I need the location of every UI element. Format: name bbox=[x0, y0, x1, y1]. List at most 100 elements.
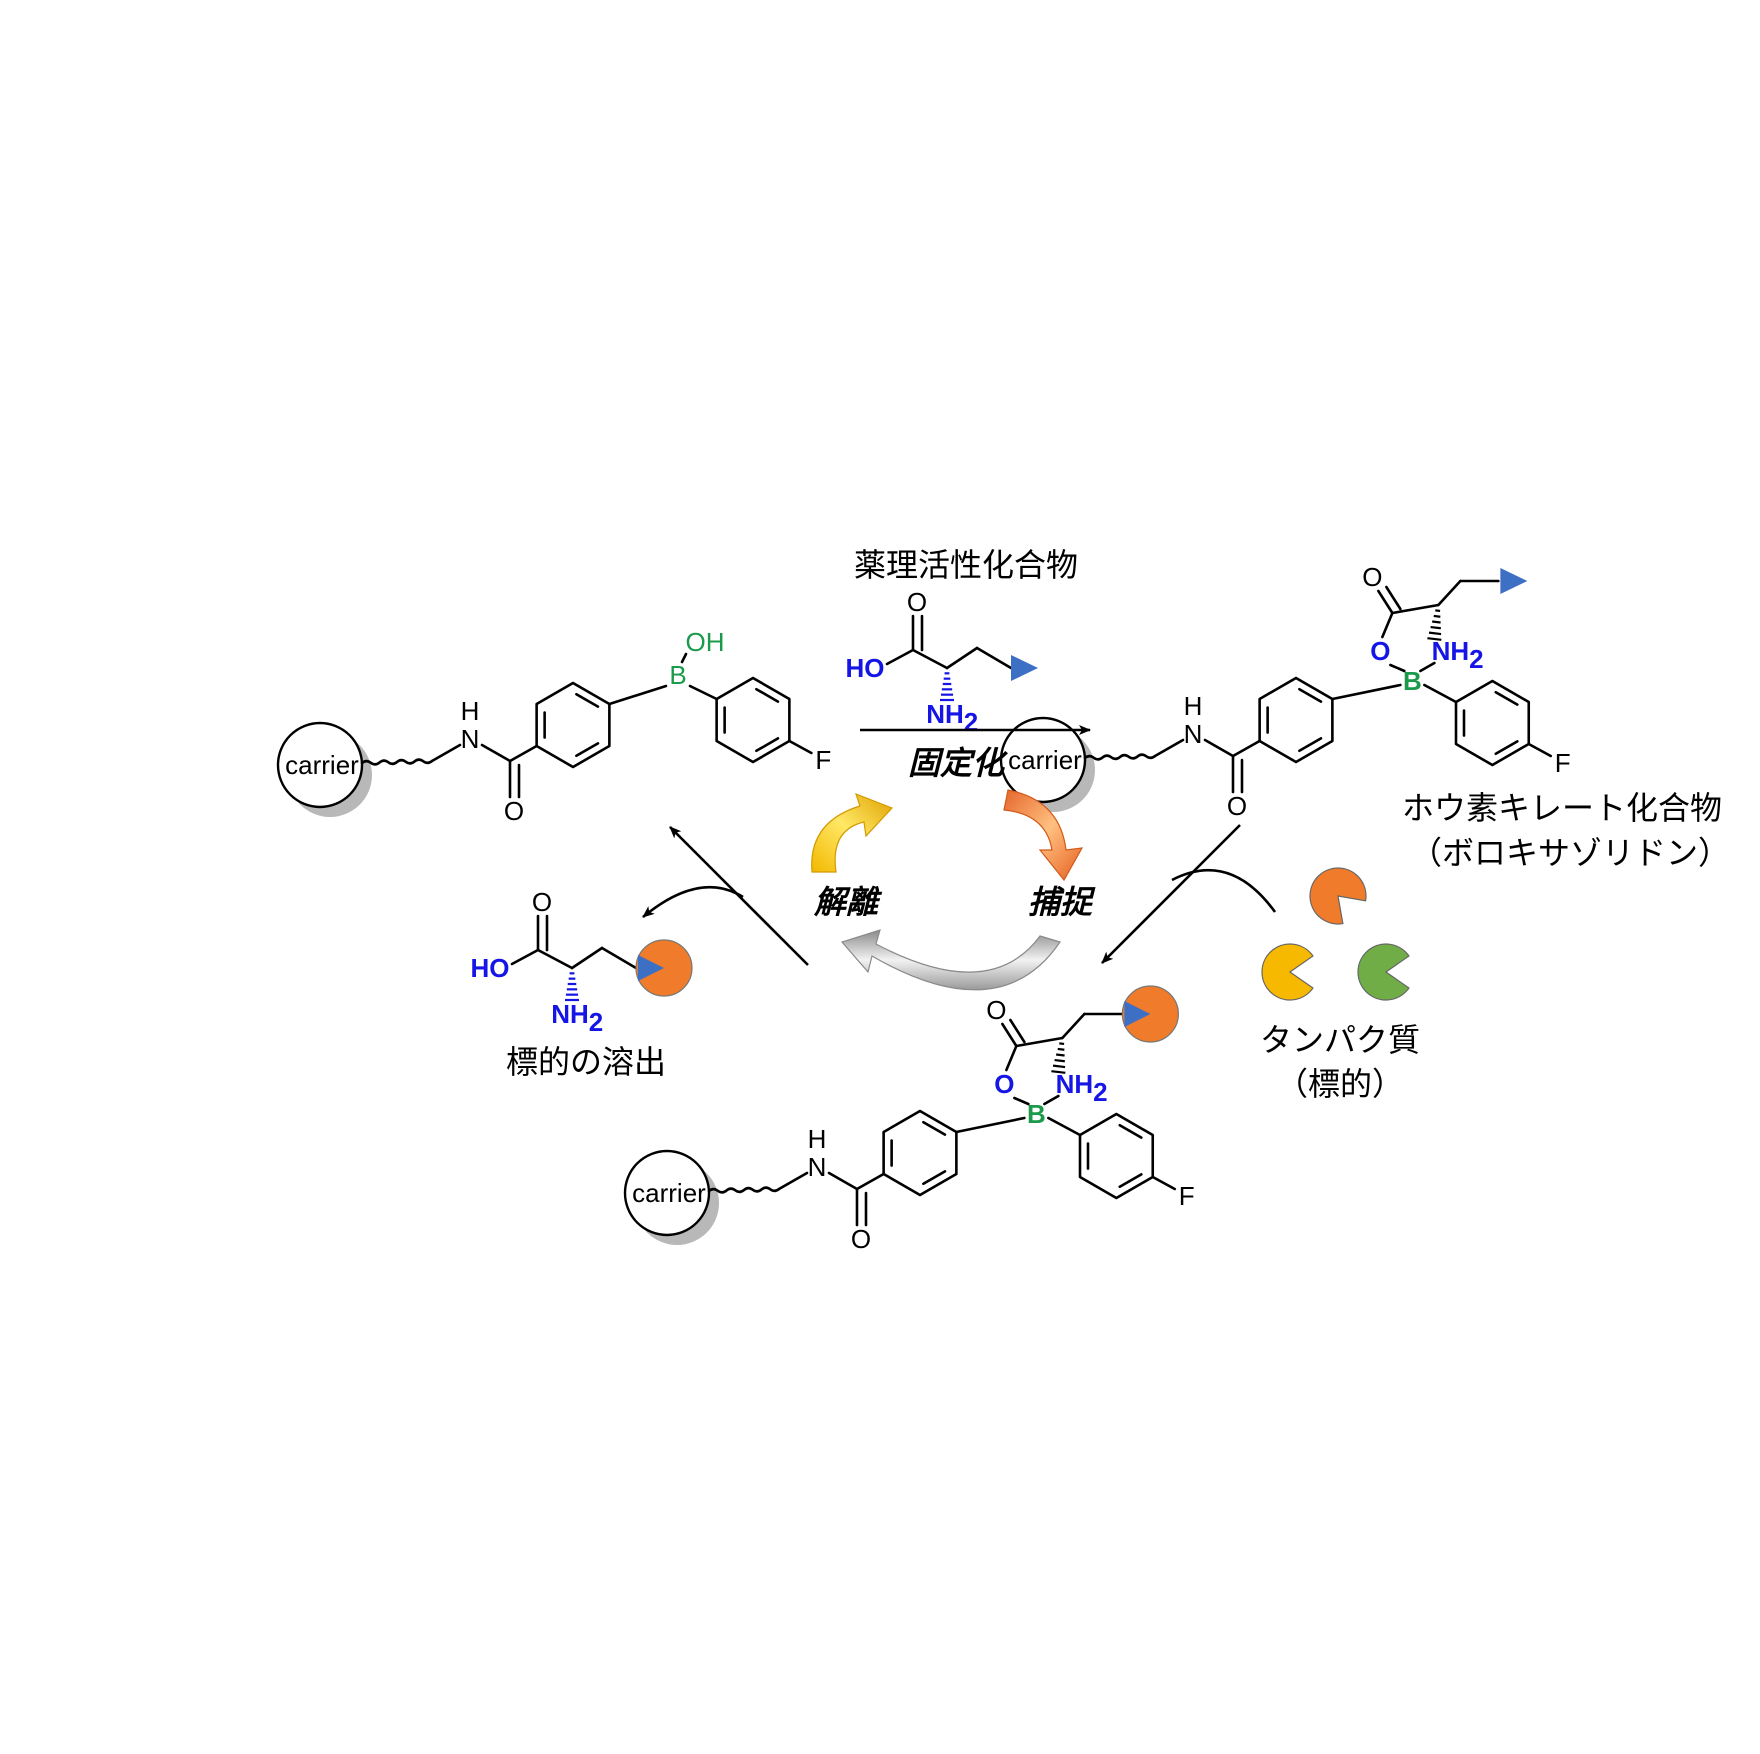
bond-O-B bbox=[1013, 1096, 1030, 1106]
aromatic-double-bond bbox=[755, 687, 780, 703]
acid-oxygen: O bbox=[532, 887, 552, 917]
subscript-2: 2 bbox=[589, 1007, 603, 1037]
bond-C-Calpha bbox=[1015, 1036, 1064, 1048]
bond-linker-N bbox=[430, 743, 462, 763]
hashed-wedge-bond bbox=[1056, 1053, 1065, 1057]
hashed-wedge-bond bbox=[1430, 625, 1441, 630]
bond-B-ring bbox=[1423, 683, 1458, 704]
bond-N-B bbox=[1419, 661, 1436, 673]
wavy-linker bbox=[360, 758, 434, 766]
hashed-wedge-bond bbox=[1059, 1042, 1065, 1046]
aromatic-double-bond bbox=[575, 692, 600, 708]
bond-N-B bbox=[1043, 1094, 1060, 1106]
hashed-wedge-bond bbox=[1427, 637, 1442, 641]
release-label: 解離 bbox=[813, 883, 883, 921]
amide-hydrogen: H bbox=[1184, 691, 1203, 721]
aromatic-double-bond bbox=[755, 737, 780, 753]
acid-oxygen: O bbox=[907, 587, 927, 617]
reaction-arrows bbox=[642, 725, 1277, 966]
amide-nitrogen: N bbox=[461, 724, 480, 754]
hashed-wedge-bond bbox=[1054, 1058, 1065, 1063]
bond-carbonyl-ring bbox=[1231, 739, 1261, 758]
immobilization-label: 固定化 bbox=[908, 744, 1008, 782]
bond-carbonyl-ring bbox=[508, 744, 538, 763]
aromatic-double-bond bbox=[1118, 1173, 1143, 1189]
ligand-triangle bbox=[1011, 655, 1038, 681]
release-cycle-arrow bbox=[811, 792, 894, 873]
carbonyl-oxygen-2: O bbox=[986, 995, 1006, 1025]
carbonyl-oxygen-2: O bbox=[1362, 562, 1382, 592]
protein-yellow bbox=[1261, 943, 1314, 1001]
drug-compound-label: 薬理活性化合物 bbox=[854, 546, 1078, 584]
bond-N-carbonyl bbox=[827, 1171, 859, 1191]
bond-linker-N bbox=[1153, 738, 1185, 758]
bond-C-Calpha bbox=[1391, 603, 1440, 615]
ring-oxygen: O bbox=[1370, 636, 1390, 666]
carrier-bead bbox=[276, 721, 364, 809]
bond-ring-B bbox=[955, 1116, 1026, 1134]
bond-N-carbonyl bbox=[1203, 738, 1235, 758]
aromatic-double-bond bbox=[575, 742, 600, 758]
aromatic-double-bond bbox=[1494, 690, 1519, 706]
amide-nitrogen: N bbox=[1184, 719, 1203, 749]
carrier-label: carrier bbox=[632, 1178, 706, 1208]
benzene-ring bbox=[1078, 1112, 1155, 1200]
hashed-wedge-bond bbox=[1051, 1070, 1066, 1074]
bond-C-O-carbonyl bbox=[1377, 589, 1394, 615]
bond-CH2-side bbox=[975, 646, 1013, 670]
bond-C-Calpha bbox=[911, 648, 949, 670]
hashed-wedge-bond bbox=[1432, 620, 1441, 624]
boroxazolidone-label: （ボロキサゾリドン） bbox=[1410, 834, 1730, 872]
free-proteins bbox=[1261, 867, 1410, 1001]
protein-label: タンパク質 bbox=[1260, 1021, 1420, 1059]
benzene-ring bbox=[1454, 679, 1531, 767]
subscript-2: 2 bbox=[1469, 644, 1483, 674]
bond-CH2-side bbox=[600, 946, 638, 970]
aromatic-double-bond bbox=[1494, 740, 1519, 756]
bond-Calpha-CH2 bbox=[1437, 579, 1462, 607]
bond-O-C bbox=[1005, 1044, 1018, 1072]
hashed-wedge-bond bbox=[1057, 1047, 1065, 1051]
hydroxyl-group: OH bbox=[686, 627, 725, 657]
bond-C-Calpha bbox=[536, 948, 574, 970]
text-labels: 薬理活性化合物固定化ホウ素キレート化合物（ボロキサゾリドン）解離捕捉標的の溶出タ… bbox=[506, 546, 1730, 1103]
wavy-linker bbox=[1083, 753, 1157, 761]
bond-ring-B bbox=[608, 684, 668, 706]
benzene-ring bbox=[1258, 676, 1334, 764]
aromatic-double-bond bbox=[1298, 687, 1323, 703]
target-elution-label: 標的の溶出 bbox=[506, 1043, 666, 1081]
ligand-triangle-bound bbox=[1124, 1001, 1151, 1027]
protein-green bbox=[1357, 943, 1410, 1001]
fluorine-atom: F bbox=[1555, 748, 1571, 778]
amino-nitrogen: NH bbox=[1056, 1069, 1094, 1099]
benzene-ring bbox=[715, 676, 791, 764]
aromatic-double-bond bbox=[1118, 1123, 1143, 1139]
bond-C-O-carbonyl-double bbox=[1009, 1018, 1026, 1044]
benzene-ring bbox=[535, 681, 611, 769]
bond-C-O-carbonyl-double bbox=[1385, 585, 1402, 611]
carbonyl-oxygen: O bbox=[504, 796, 524, 826]
carrier-label: carrier bbox=[1008, 745, 1082, 775]
bond-OH-C bbox=[885, 648, 915, 666]
hashed-wedge-bond bbox=[1052, 1064, 1066, 1069]
amino-nitrogen: NH bbox=[1432, 636, 1470, 666]
boron-chelate-label: ホウ素キレート化合物 bbox=[1402, 789, 1722, 827]
protein-orange bbox=[1309, 867, 1367, 925]
bond-C-O-carbonyl bbox=[1001, 1022, 1018, 1048]
ring-oxygen: O bbox=[994, 1069, 1014, 1099]
subscript-2: 2 bbox=[964, 707, 978, 737]
benzene-ring bbox=[882, 1109, 958, 1197]
bond-B-ring bbox=[1047, 1116, 1082, 1137]
bond-ring-F bbox=[1151, 1175, 1177, 1191]
boron-atom: B bbox=[1027, 1099, 1046, 1129]
bond-ring-F bbox=[1527, 742, 1553, 758]
bond-O-C bbox=[1381, 611, 1394, 639]
bond-ring-F bbox=[788, 739, 813, 755]
